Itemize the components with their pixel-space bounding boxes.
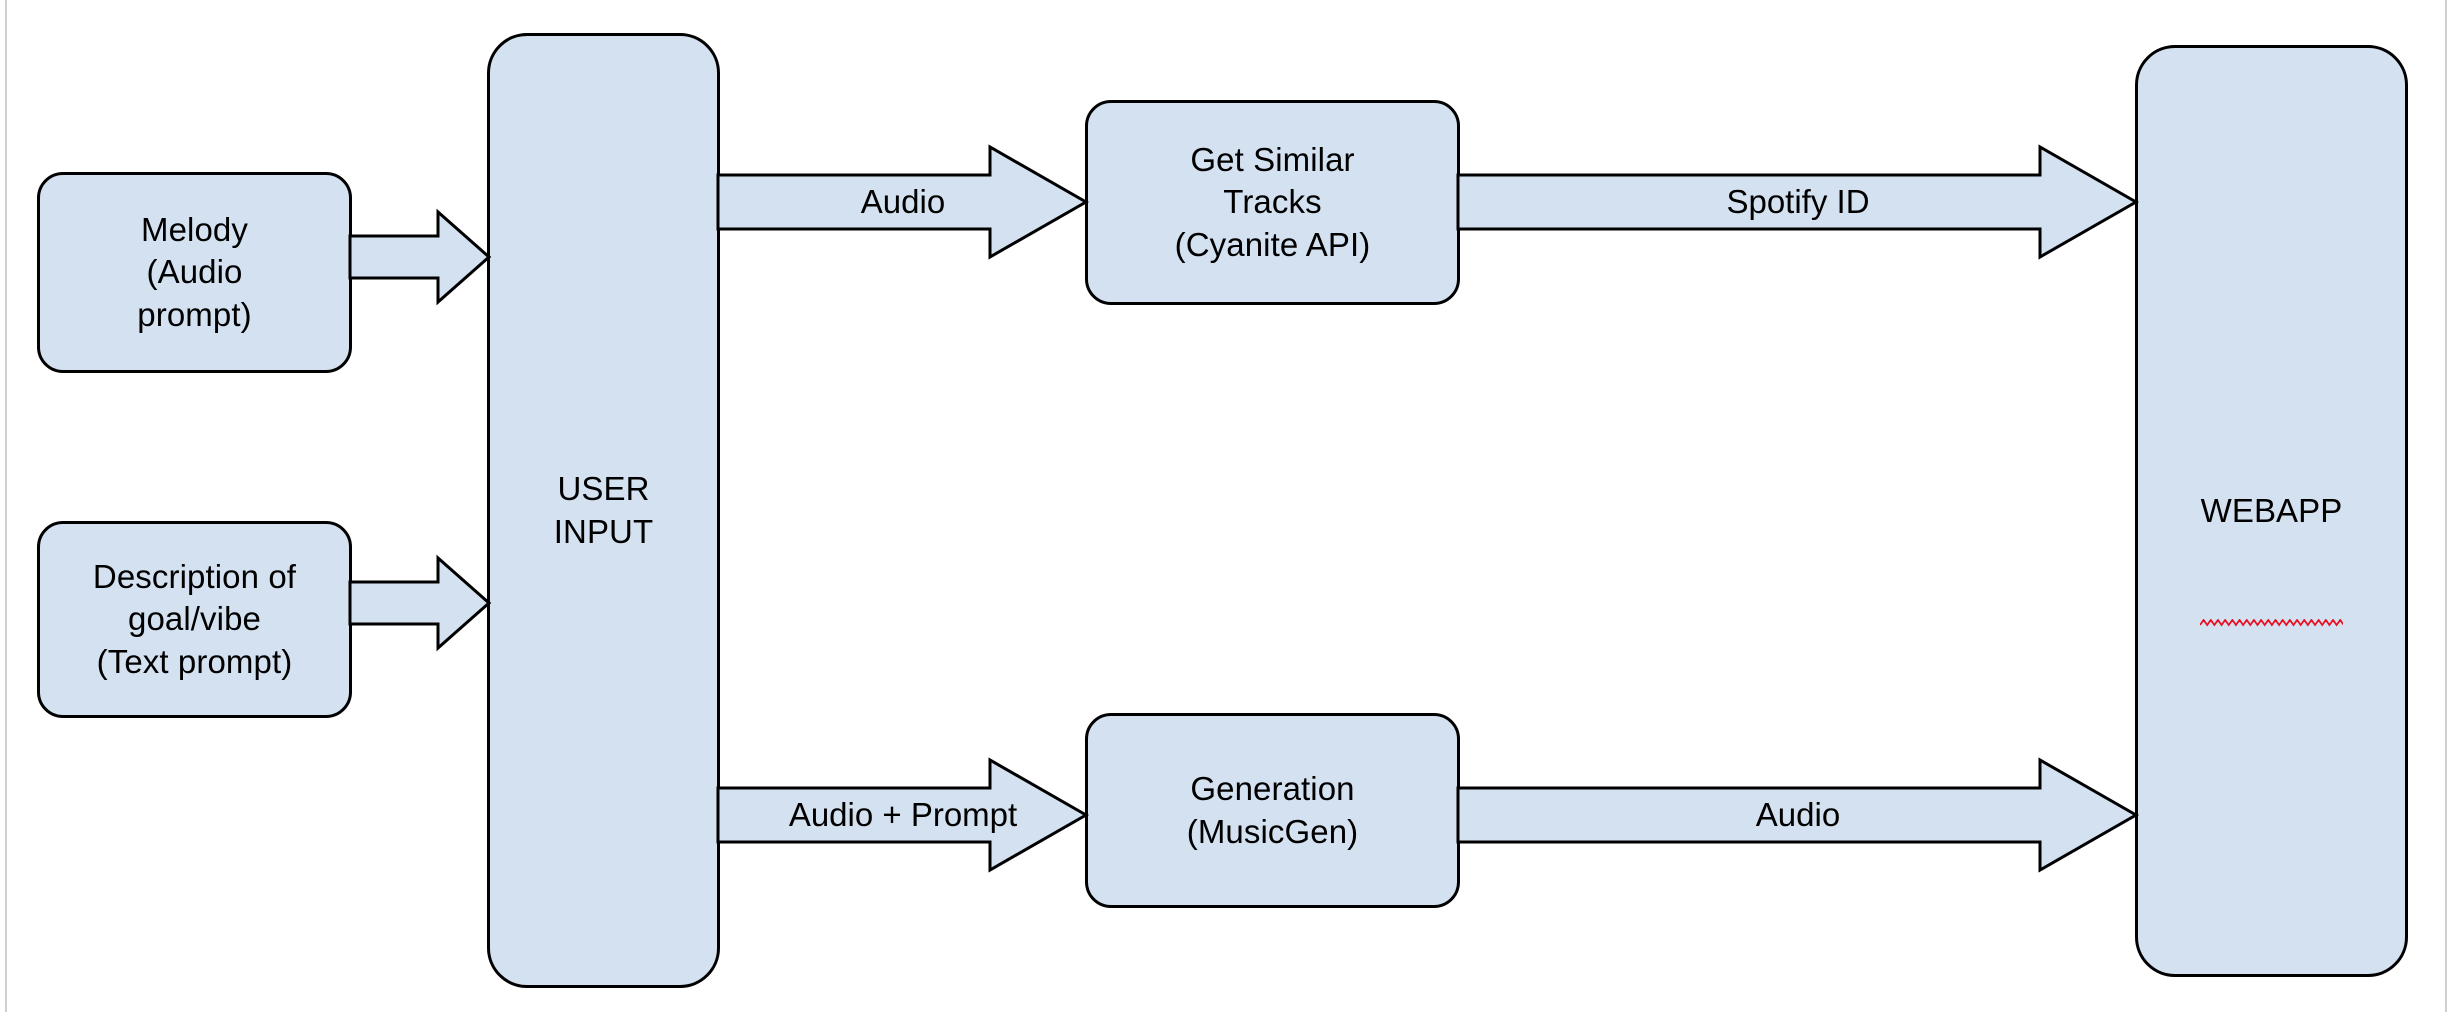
page-right-rule xyxy=(2445,0,2447,1012)
node-user-input[interactable]: USER INPUT xyxy=(487,33,720,988)
arrow-audio-user-input-to-get-similar-tracks: Audio xyxy=(716,144,1090,260)
arrow-audio-prompt-user-input-to-generation: Audio + Prompt xyxy=(716,757,1090,873)
node-melody-label: Melody (Audio prompt) xyxy=(137,211,252,333)
node-generation-label: Generation (MusicGen) xyxy=(1186,770,1359,850)
node-webapp-label-wrap: WEBAPP xyxy=(2199,448,2344,627)
node-webapp[interactable]: WEBAPP xyxy=(2135,45,2408,977)
node-user-input-label: USER INPUT xyxy=(553,470,654,550)
node-get-similar-tracks-label: Get Similar Tracks (Cyanite API) xyxy=(1174,141,1371,263)
page-left-rule xyxy=(5,0,7,1012)
node-description-label: Description of goal/vibe (Text prompt) xyxy=(92,558,297,680)
arrow-melody-to-user-input xyxy=(348,208,492,306)
node-description[interactable]: Description of goal/vibe (Text prompt) xyxy=(37,521,352,718)
node-generation[interactable]: Generation (MusicGen) xyxy=(1085,713,1460,908)
node-webapp-label: WEBAPP xyxy=(2200,491,2343,529)
node-get-similar-tracks[interactable]: Get Similar Tracks (Cyanite API) xyxy=(1085,100,1460,305)
spellcheck-squiggle-icon xyxy=(2199,576,2344,627)
node-melody[interactable]: Melody (Audio prompt) xyxy=(37,172,352,373)
arrow-spotify-id-get-similar-tracks-to-webapp: Spotify ID xyxy=(1456,144,2140,260)
arrow-description-to-user-input xyxy=(348,554,492,652)
arrow-audio-generation-to-webapp: Audio xyxy=(1456,757,2140,873)
